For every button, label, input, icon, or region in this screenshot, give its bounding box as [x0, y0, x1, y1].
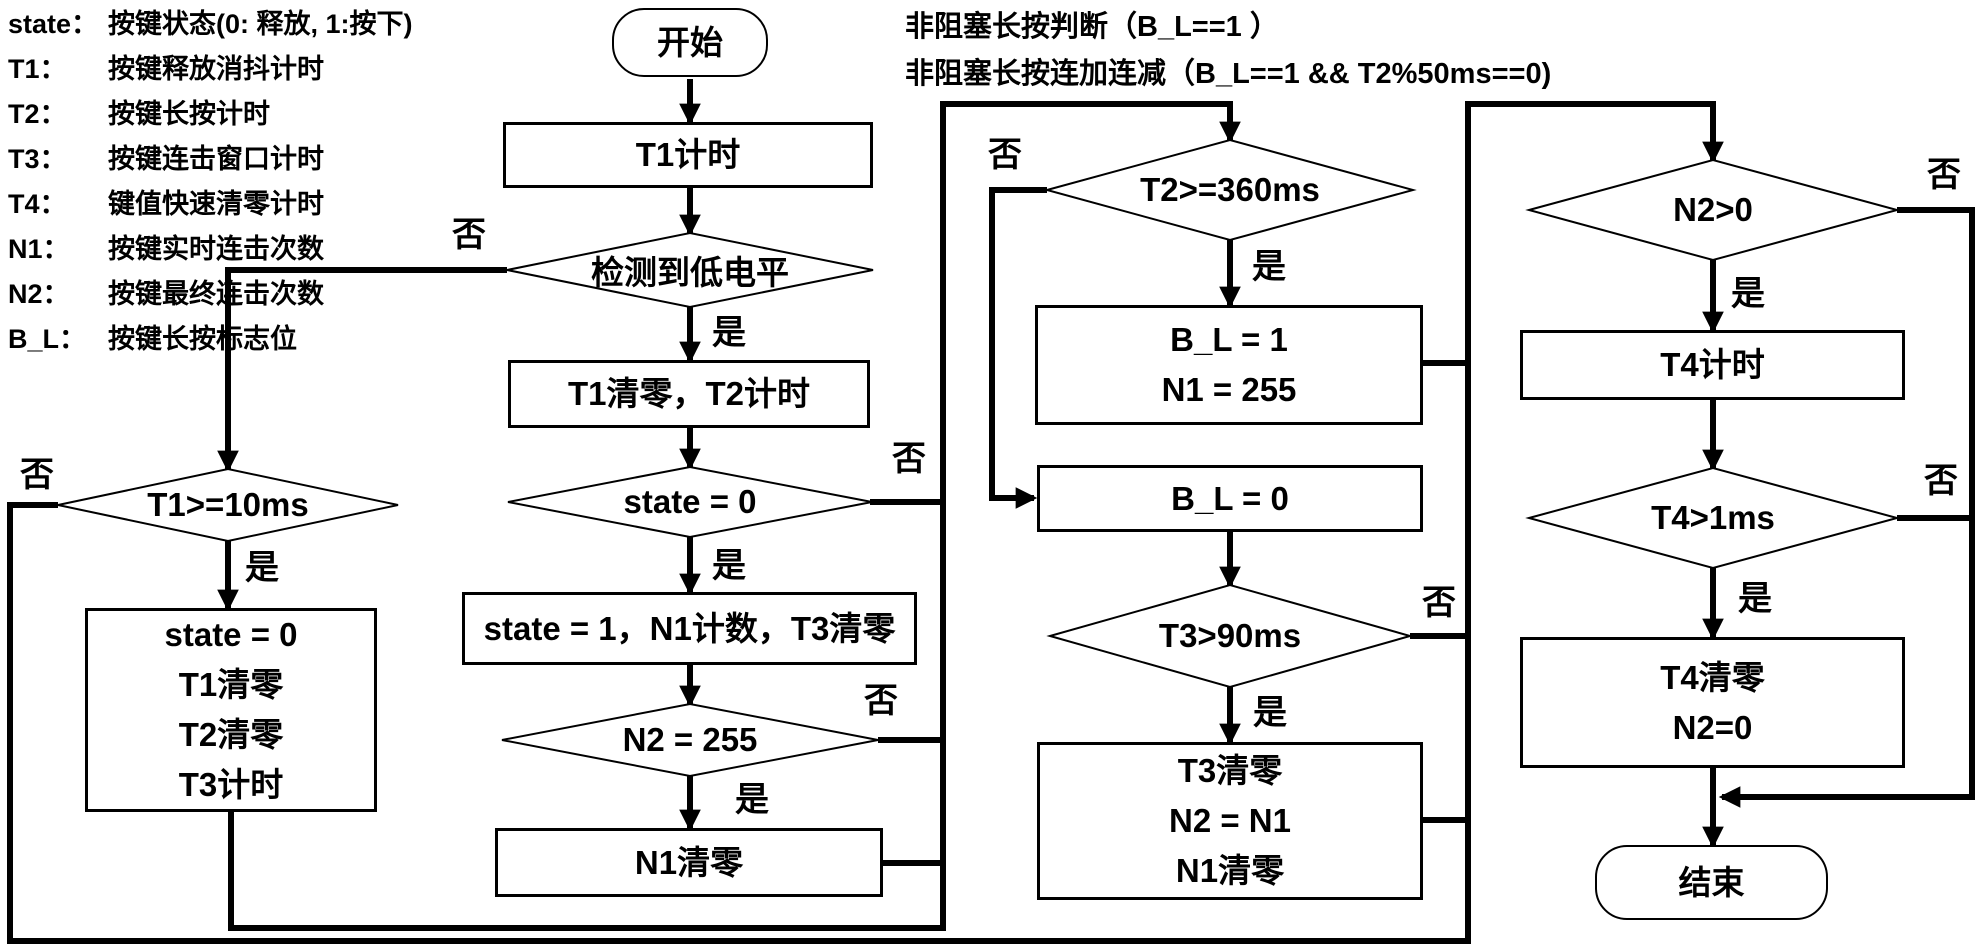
- edge-spine-to-t2360: [228, 101, 1241, 931]
- legend-term: T4：: [8, 189, 67, 219]
- node-long-press-set: B_L = 1 N1 = 255: [1035, 305, 1423, 425]
- edge-t2360-no: [989, 187, 1047, 509]
- legend-desc: 按键长按标志位: [108, 324, 297, 354]
- decision-n2-gt-0-shape: [1525, 158, 1901, 262]
- legend: state： 按键状态(0: 释放, 1:按下) T1： 按键释放消抖计时 T2： 按…: [8, 2, 413, 362]
- node-t4-clear: T4清零 N2=0: [1520, 637, 1905, 768]
- legend-row: N2： 按键最终连击次数: [8, 272, 413, 317]
- edge-detect-no: [217, 267, 507, 473]
- node-t1-timing: T1计时: [503, 122, 873, 188]
- branch-no-state-eq-0: 否: [890, 440, 928, 478]
- branch-yes-n2-eq-255: 是: [733, 781, 771, 819]
- legend-row: T4： 键值快速清零计时: [8, 182, 413, 227]
- branch-yes-t4-gt-1ms: 是: [1736, 580, 1774, 618]
- branch-no-t2-ge-360ms: 否: [986, 136, 1024, 174]
- legend-term: T1：: [8, 54, 67, 84]
- branch-no-t1-ge-10ms: 否: [18, 456, 56, 494]
- legend-row: T3： 按键连击窗口计时: [8, 137, 413, 182]
- node-release-handle-line: state = 0: [164, 616, 298, 653]
- legend-term: B_L：: [8, 324, 87, 354]
- node-state-set-label: state = 1，N1计数，T3清零: [483, 609, 896, 647]
- branch-no-detect-low: 否: [450, 216, 488, 254]
- legend-desc: 按键连击窗口计时: [108, 144, 324, 174]
- legend-row: N1： 按键实时连击次数: [8, 227, 413, 272]
- node-end-label: 结束: [1678, 863, 1745, 901]
- node-release-handle: state = 0 T1清零 T2清零 T3计时: [85, 608, 377, 812]
- node-t1-clear-t2-timing-label: T1清零，T2计时: [567, 375, 811, 412]
- edge-right-collector: [1718, 207, 1975, 808]
- legend-term: N2：: [8, 279, 70, 309]
- node-t1-clear-t2-timing: T1清零，T2计时: [508, 360, 870, 428]
- branch-no-t3-gt-90ms: 否: [1420, 584, 1458, 622]
- node-end: 结束: [1595, 845, 1828, 920]
- node-bl-clear: B_L = 0: [1037, 465, 1423, 532]
- node-state-set: state = 1，N1计数，T3清零: [462, 592, 917, 665]
- legend-desc: 按键最终连击次数: [108, 279, 324, 309]
- node-n1-clear-label: N1清零: [634, 843, 744, 881]
- decision-state-eq-0-shape: [507, 465, 873, 539]
- branch-no-n2-gt-0: 否: [1925, 156, 1963, 194]
- node-long-press-set-line: B_L = 1: [1170, 321, 1288, 358]
- legend-term: T2：: [8, 99, 67, 129]
- legend-desc: 按键状态(0: 释放, 1:按下): [108, 9, 413, 39]
- legend-row: state： 按键状态(0: 释放, 1:按下): [8, 2, 413, 47]
- branch-yes-detect-low: 是: [710, 314, 748, 352]
- legend-desc: 按键实时连击次数: [108, 234, 324, 264]
- legend-row: T1： 按键释放消抖计时: [8, 47, 413, 92]
- legend-desc: 键值快速清零计时: [108, 189, 324, 219]
- node-start-label: 开始: [657, 23, 723, 61]
- legend-term: N1：: [8, 234, 70, 264]
- legend-term: T3：: [8, 144, 67, 174]
- decision-t3-gt-90ms-shape: [1046, 583, 1414, 689]
- decision-t2-ge-360ms-shape: [1043, 138, 1417, 242]
- node-t1-timing-label: T1计时: [635, 136, 741, 173]
- annotation: 非阻塞长按判断（B_L==1 ） 非阻塞长按连加连减（B_L==1 && T2%…: [905, 4, 1551, 98]
- decision-t4-gt-1ms-shape: [1525, 466, 1901, 570]
- branch-yes-t3-gt-90ms: 是: [1251, 694, 1289, 732]
- decision-detect-low-shape: [506, 231, 874, 309]
- node-click-finalize: T3清零 N2 = N1 N1清零: [1037, 742, 1423, 900]
- node-bl-clear-label: B_L = 0: [1171, 479, 1289, 517]
- branch-yes-t1-ge-10ms: 是: [243, 549, 281, 587]
- branch-yes-state-eq-0: 是: [710, 547, 748, 585]
- branch-yes-t2-ge-360ms: 是: [1250, 248, 1288, 286]
- decision-n2-eq-255-shape: [501, 702, 879, 778]
- node-long-press-set-line: N1 = 255: [1161, 371, 1297, 408]
- node-n1-clear: N1清零: [495, 828, 883, 897]
- decision-t1-ge-10ms-shape: [57, 467, 399, 543]
- node-t4-timing-label: T4计时: [1660, 346, 1765, 383]
- node-click-finalize-line: N1清零: [1175, 852, 1285, 889]
- legend-row: T2： 按键长按计时: [8, 92, 413, 137]
- node-release-handle-line: T2清零: [178, 716, 284, 753]
- legend-row: B_L： 按键长按标志位: [8, 317, 413, 362]
- node-click-finalize-line: T3清零: [1177, 752, 1283, 789]
- node-t4-clear-line: T4清零: [1660, 658, 1765, 696]
- edge-outer-loop-to-n2gt0: [7, 101, 1724, 944]
- branch-no-t4-gt-1ms: 否: [1922, 462, 1960, 500]
- legend-desc: 按键长按计时: [108, 99, 270, 129]
- branch-no-n2-eq-255: 否: [862, 682, 900, 720]
- legend-desc: 按键释放消抖计时: [108, 54, 324, 84]
- annotation-line-1: 非阻塞长按判断（B_L==1 ）: [905, 11, 1279, 43]
- node-release-handle-line: T1清零: [178, 666, 284, 703]
- annotation-line-2: 非阻塞长按连加连减（B_L==1 && T2%50ms==0): [905, 58, 1552, 90]
- legend-term: state：: [8, 9, 99, 39]
- node-t4-clear-line: N2=0: [1672, 708, 1753, 746]
- node-t4-timing: T4计时: [1520, 330, 1905, 400]
- branch-yes-n2-gt-0: 是: [1729, 275, 1767, 313]
- node-start: 开始: [612, 8, 768, 77]
- node-release-handle-line: T3计时: [178, 766, 284, 803]
- node-click-finalize-line: N2 = N1: [1169, 802, 1291, 839]
